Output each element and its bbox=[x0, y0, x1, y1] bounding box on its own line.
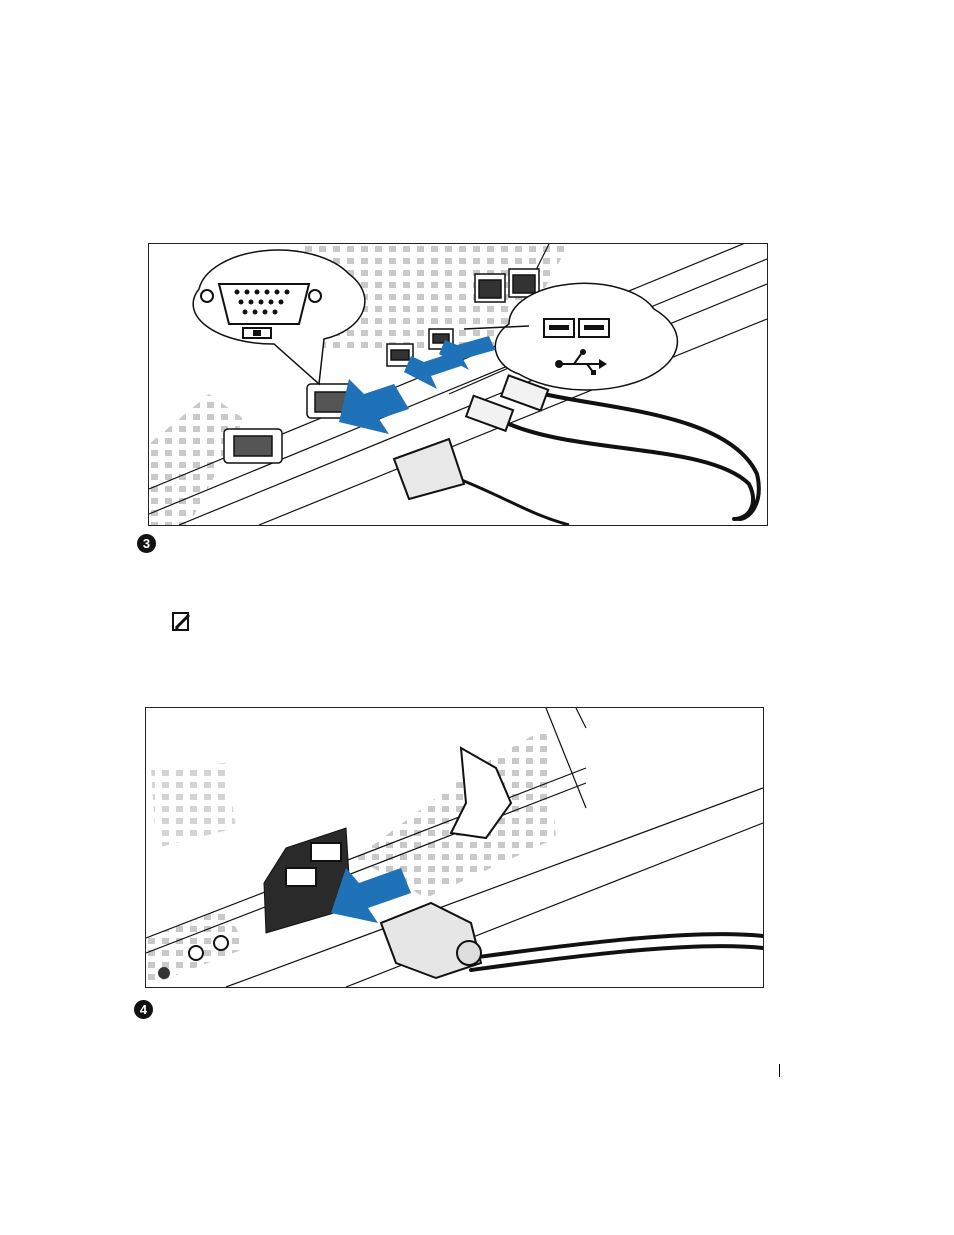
illustration-connect-power-cable bbox=[145, 707, 764, 988]
step-number-badge: 4 bbox=[134, 1000, 153, 1019]
server-rear-panel-io-drawing bbox=[149, 244, 767, 525]
server-power-supply-drawing bbox=[146, 708, 763, 987]
note-pencil-icon bbox=[172, 612, 192, 632]
step-number-badge: 3 bbox=[137, 534, 156, 553]
step-number: 4 bbox=[140, 1002, 147, 1017]
page-edge-marker bbox=[779, 1064, 780, 1077]
illustration-connect-peripherals bbox=[148, 243, 768, 526]
step-number: 3 bbox=[143, 536, 150, 551]
